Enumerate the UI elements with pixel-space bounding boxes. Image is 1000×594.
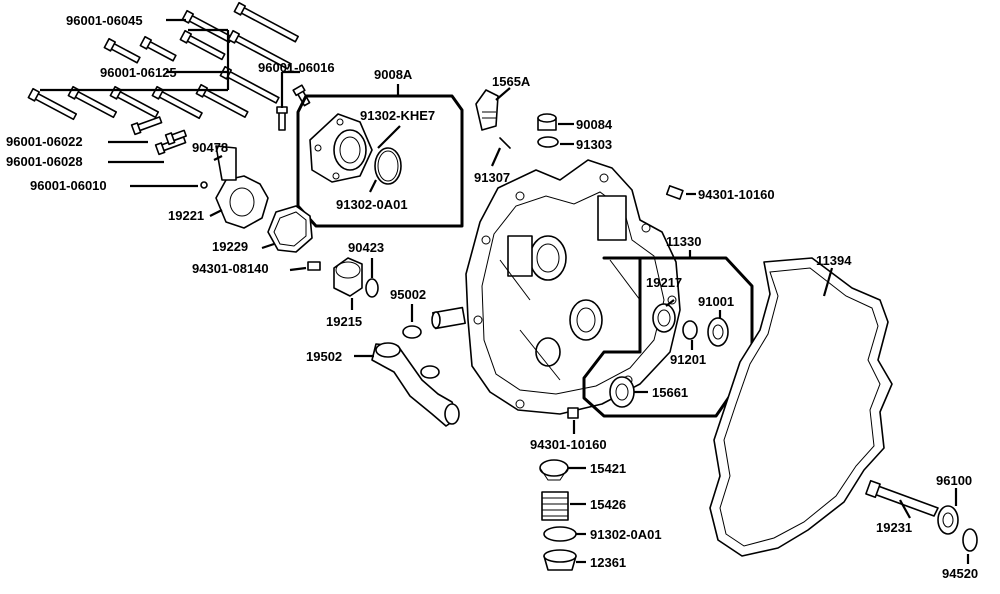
group-box-9008A xyxy=(296,94,464,228)
label-95002: 95002 xyxy=(390,287,426,302)
dowel-94301-10160-lower xyxy=(567,407,579,419)
label-94301-10160-lower: 94301-10160 xyxy=(530,437,607,452)
washer-91303 xyxy=(537,136,559,148)
label-11330: 11330 xyxy=(666,234,701,249)
strainer-15421 xyxy=(539,459,569,481)
label-15421: 15421 xyxy=(590,461,626,476)
label-96100: 96100 xyxy=(936,473,972,488)
label-91001: 91001 xyxy=(698,294,734,309)
group-box-11330 xyxy=(582,256,754,418)
label-90084: 90084 xyxy=(576,117,613,132)
label-91307: 91307 xyxy=(474,170,510,185)
label-91303: 91303 xyxy=(576,137,612,152)
circlip-94520 xyxy=(962,528,978,552)
bearing-91001 xyxy=(707,317,729,347)
dowel-94301-08140 xyxy=(307,261,321,271)
cap-12361 xyxy=(543,549,577,571)
spring-15426 xyxy=(541,491,569,521)
label-19229: 19229 xyxy=(212,239,248,254)
label-91302-KHE7: 91302-KHE7 xyxy=(360,108,435,123)
label-96001-06125: 96001-06125 xyxy=(100,65,177,80)
gasket-11394 xyxy=(709,257,893,557)
seal-90423 xyxy=(365,278,379,298)
label-91302-0A01-lower: 91302-0A01 xyxy=(590,527,662,542)
o-ring-91302-0A01-lower xyxy=(543,526,577,542)
label-19217: 19217 xyxy=(646,275,682,290)
impeller-19215 xyxy=(333,257,363,297)
hose-19502 xyxy=(371,342,460,427)
label-19221: 19221 xyxy=(168,208,204,223)
clamp-95002 xyxy=(402,325,440,379)
seal-19217 xyxy=(652,303,676,333)
part-1565A xyxy=(475,89,499,131)
label-96001-06022: 96001-06022 xyxy=(6,134,83,149)
label-19215: 19215 xyxy=(326,314,362,329)
label-15426: 15426 xyxy=(590,497,626,512)
seal-15661 xyxy=(609,376,635,408)
label-96001-06028: 96001-06028 xyxy=(6,154,83,169)
dowel-94301-10160 xyxy=(665,185,684,200)
label-12361: 12361 xyxy=(590,555,626,570)
ring-91201 xyxy=(682,320,698,340)
label-11394: 11394 xyxy=(816,253,852,268)
bolt-group-96001-06045 xyxy=(179,1,299,61)
plug-90084 xyxy=(537,113,557,131)
shaft-19231 xyxy=(865,479,939,517)
label-15661: 15661 xyxy=(652,385,688,400)
label-90423: 90423 xyxy=(348,240,384,255)
label-90478: 90478 xyxy=(192,140,228,155)
pipe-stub xyxy=(431,306,466,330)
label-19502: 19502 xyxy=(306,349,342,364)
label-96001-06045: 96001-06045 xyxy=(66,13,143,28)
label-1565A: 1565A xyxy=(492,74,531,89)
label-91302-0A01-upper: 91302-0A01 xyxy=(336,197,408,212)
label-94301-10160-upper: 94301-10160 xyxy=(698,187,775,202)
label-9008A: 9008A xyxy=(374,67,413,82)
bearing-holder-91302-KHE7 xyxy=(309,113,373,183)
bearing-96100 xyxy=(937,505,959,535)
label-96001-06010: 96001-06010 xyxy=(30,178,107,193)
label-19231: 19231 xyxy=(876,520,912,535)
label-91201: 91201 xyxy=(670,352,706,367)
label-94301-08140: 94301-08140 xyxy=(192,261,269,276)
label-96001-06016: 96001-06016 xyxy=(258,60,335,75)
o-ring-91302-0A01 xyxy=(374,147,402,185)
gasket-19229 xyxy=(267,205,313,253)
water-pump-cover-19221 xyxy=(215,145,269,229)
label-94520: 94520 xyxy=(942,566,978,581)
